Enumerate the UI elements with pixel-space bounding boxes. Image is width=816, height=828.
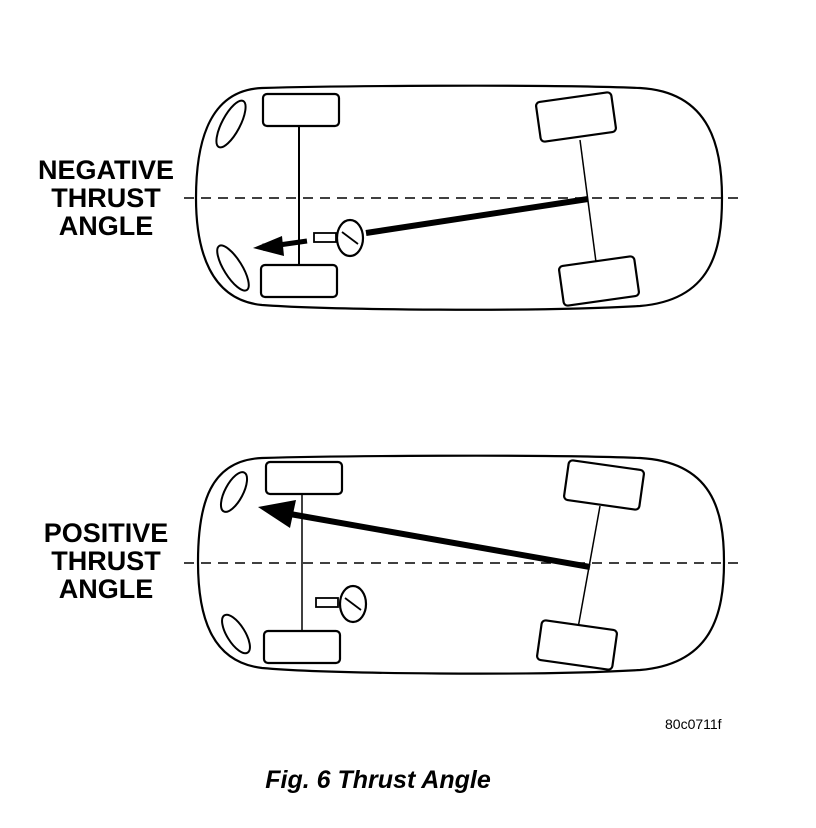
rear-left-tire	[563, 459, 645, 511]
figure-code: 80c0711f	[665, 716, 722, 732]
steering-wheel-icon	[315, 584, 368, 624]
car-top-view-positive	[184, 454, 738, 675]
rear-left-tire	[535, 91, 617, 143]
negative-thrust-angle-label: NEGATIVE THRUST ANGLE	[37, 155, 174, 241]
rear-right-tire	[558, 255, 640, 307]
car-body-outline	[194, 84, 724, 311]
headlight-left	[215, 99, 247, 149]
headlight-right	[221, 613, 251, 655]
car-body-outline	[196, 454, 726, 675]
thrust-line-arrow	[365, 196, 589, 236]
headlight-right	[216, 244, 250, 292]
steering-wheel-icon	[313, 218, 365, 258]
front-left-tire	[261, 92, 341, 128]
car-top-view-negative	[184, 84, 738, 311]
front-right-tire	[262, 629, 342, 665]
figure-caption: Fig. 6 Thrust Angle	[265, 766, 491, 794]
front-left-tire	[264, 460, 344, 496]
positive-thrust-angle-label: POSITIVE THRUST ANGLE	[43, 518, 169, 604]
headlight-left	[219, 471, 249, 513]
rear-right-tire	[536, 619, 618, 671]
thrust-line-arrow	[289, 511, 591, 570]
front-right-tire	[259, 263, 339, 299]
